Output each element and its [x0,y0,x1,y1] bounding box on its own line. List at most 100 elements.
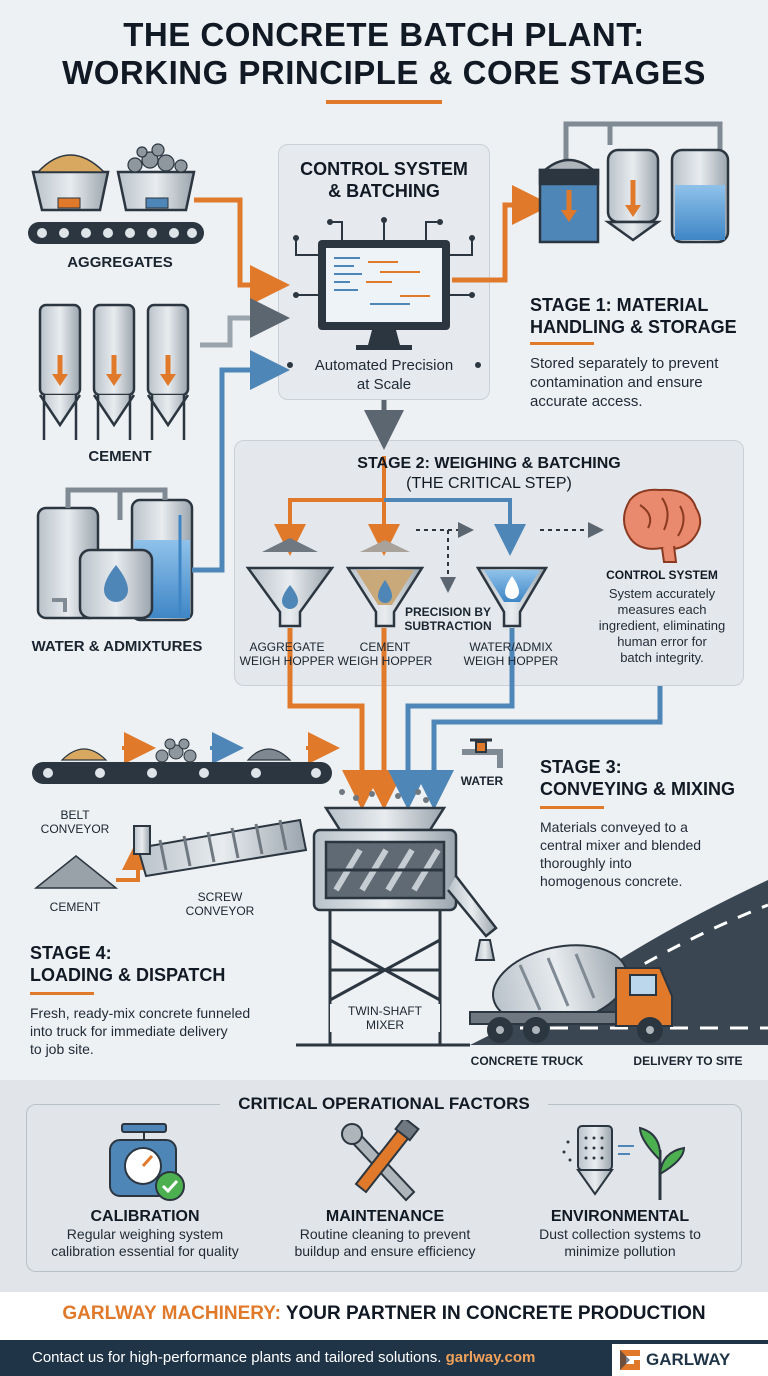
screw-line-2: CONVEYOR [185,904,255,918]
stage1-rule [530,342,594,345]
stage1-text-line-1: Stored separately to prevent [530,355,719,372]
cement-pile-label: CEMENT [49,900,101,914]
stage2-panel [234,440,744,686]
belt-conveyor-icon [32,732,340,784]
screw-line-1: SCREW [197,890,243,904]
stage3-title-line-1: STAGE 3: [540,757,622,777]
concrete-truck-icon [469,939,673,1043]
stage3-text-line-4: homogenous concrete. [540,873,683,889]
stage4-title-line-2: LOADING & DISPATCH [30,965,226,985]
stage1-title-line-2: HANDLING & STORAGE [530,317,737,337]
environmental-line-1: Dust collection systems to [539,1226,701,1242]
truck-label: CONCRETE TRUCK [470,1054,584,1068]
contact-text: Contact us for high-performance plants a… [32,1349,446,1366]
control-system-line-1: System accurately [608,586,716,601]
cement-pile-icon [33,855,119,889]
control-system-line-4: human error for [617,634,707,649]
belt-line-2: CONVEYOR [40,822,110,836]
wrench-brush-icon [341,1120,420,1202]
aggregate-hopper-line-1: AGGREGATE [249,640,325,654]
control-caption: Automated Precision at Scale [278,356,490,394]
water-tanks-icon [36,487,194,622]
water-admixtures-label: WATER & ADMIXTURES [31,638,203,655]
mixer-line-1: TWIN-SHAFT [348,1004,422,1018]
stage3-rule [540,806,604,809]
stage4-text: Fresh, ready-mix concrete funneled into … [30,1004,310,1058]
stage2-title: STAGE 2: WEIGHING & BATCHING (THE CRITIC… [234,454,744,494]
cement-label: CEMENT [88,448,152,465]
weigh-hoppers-icon [245,538,549,628]
stage1-text-line-3: accurate access. [530,393,643,410]
stage1-title-line-1: STAGE 1: MATERIAL [530,295,709,315]
control-system-title: CONTROL SYSTEM & BATCHING [278,158,490,202]
stage1-text-line-2: contamination and ensure [530,374,703,391]
water-tap-icon [462,738,503,768]
contact-line: Contact us for high-performance plants a… [32,1349,535,1366]
brain-icon [623,488,702,563]
precision-line-2: SUBTRACTION [404,619,492,633]
aggregates-label: AGGREGATES [67,254,173,271]
factor-calibration: CALIBRATION Regular weighing system cali… [50,1208,240,1260]
factors-icons [109,1120,686,1202]
cement-silos-icon [38,303,190,440]
title-line-2: WORKING PRINCIPLE & CORE STAGES [62,54,706,91]
stage4-text-line-3: to job site. [30,1041,94,1057]
maintenance-line-1: Routine cleaning to prevent [299,1226,471,1242]
stage3-title-line-2: CONVEYING & MIXING [540,779,736,799]
control-title-line-2: & BATCHING [328,181,440,201]
factors-heading: CRITICAL OPERATIONAL FACTORS [220,1094,548,1114]
calibration-title: CALIBRATION [90,1208,200,1225]
control-system-line-2: measures each [617,602,707,617]
brand-name: GARLWAY MACHINERY: [62,1303,281,1324]
storage-silos-icon [538,121,730,244]
control-title-line-1: CONTROL SYSTEM [300,159,468,179]
stage4-text-line-2: into truck for immediate delivery [30,1023,228,1039]
maintenance-line-2: buildup and ensure efficiency [294,1243,476,1259]
stage4-title-line-1: STAGE 4: [30,943,112,963]
water-tap-label: WATER [460,774,504,788]
tagline-band [0,1292,768,1340]
garlway-logo-icon [620,1350,640,1370]
stage1-text: Stored separately to prevent contaminati… [530,354,760,411]
control-system-label: CONTROL SYSTEM [606,568,718,582]
stage4-rule [30,992,94,995]
title-underline [326,100,442,104]
control-system-text: System accurately measures each ingredie… [576,586,748,666]
tagline-text: YOUR PARTNER IN CONCRETE PRODUCTION [280,1303,706,1324]
stage3-title: STAGE 3: CONVEYING & MIXING [540,756,760,800]
calibration-line-1: Regular weighing system [66,1226,224,1242]
cement-hopper-line-2: WEIGH HOPPER [337,654,433,668]
belt-conveyor-label: BELT CONVEYOR [30,808,120,836]
factor-environmental: ENVIRONMENTAL Dust collection systems to… [520,1208,720,1260]
website-link[interactable]: garlway.com [445,1349,536,1366]
garlway-logo-text: GARLWAY [646,1350,731,1369]
control-system-line-5: batch integrity. [620,650,704,665]
calibration-line-2: calibration essential for quality [51,1243,239,1259]
precision-label: PRECISION BY SUBTRACTION [396,605,500,633]
water-hopper-line-2: WEIGH HOPPER [463,654,559,668]
stage3-text-line-2: central mixer and blended [540,837,702,853]
mixer-label: TWIN-SHAFT MIXER [330,1004,440,1032]
water-hopper-line-1: WATER/ADMIX [469,640,553,654]
scale-icon [109,1123,185,1201]
stage3-text-line-1: Materials conveyed to a [540,819,688,835]
stage4-text-line-1: Fresh, ready-mix concrete funneled [30,1005,251,1021]
screw-conveyor-label: SCREW CONVEYOR [170,890,270,918]
plant-diagram [28,121,768,1047]
cement-hopper-line-1: CEMENT [359,640,411,654]
twin-shaft-mixer-icon [312,789,498,1045]
precision-line-1: PRECISION BY [404,605,491,619]
mixer-line-2: MIXER [365,1018,404,1032]
belt-line-1: BELT [60,808,90,822]
stage3-text-line-3: thoroughly into [540,855,632,871]
cement-hopper-label: CEMENT WEIGH HOPPER [330,640,440,668]
title-line-1: THE CONCRETE BATCH PLANT: [123,16,645,53]
plant-filter-icon [562,1125,686,1200]
control-caption-line-2: at Scale [356,376,412,393]
aggregate-hopper-label: AGGREGATE WEIGH HOPPER [232,640,342,668]
delivery-label: DELIVERY TO SITE [633,1054,743,1068]
aggregate-bins-icon [28,143,204,244]
water-hopper-label: WATER/ADMIX WEIGH HOPPER [456,640,566,668]
stage1-title: STAGE 1: MATERIAL HANDLING & STORAGE [530,294,760,338]
aggregate-hopper-line-2: WEIGH HOPPER [239,654,335,668]
